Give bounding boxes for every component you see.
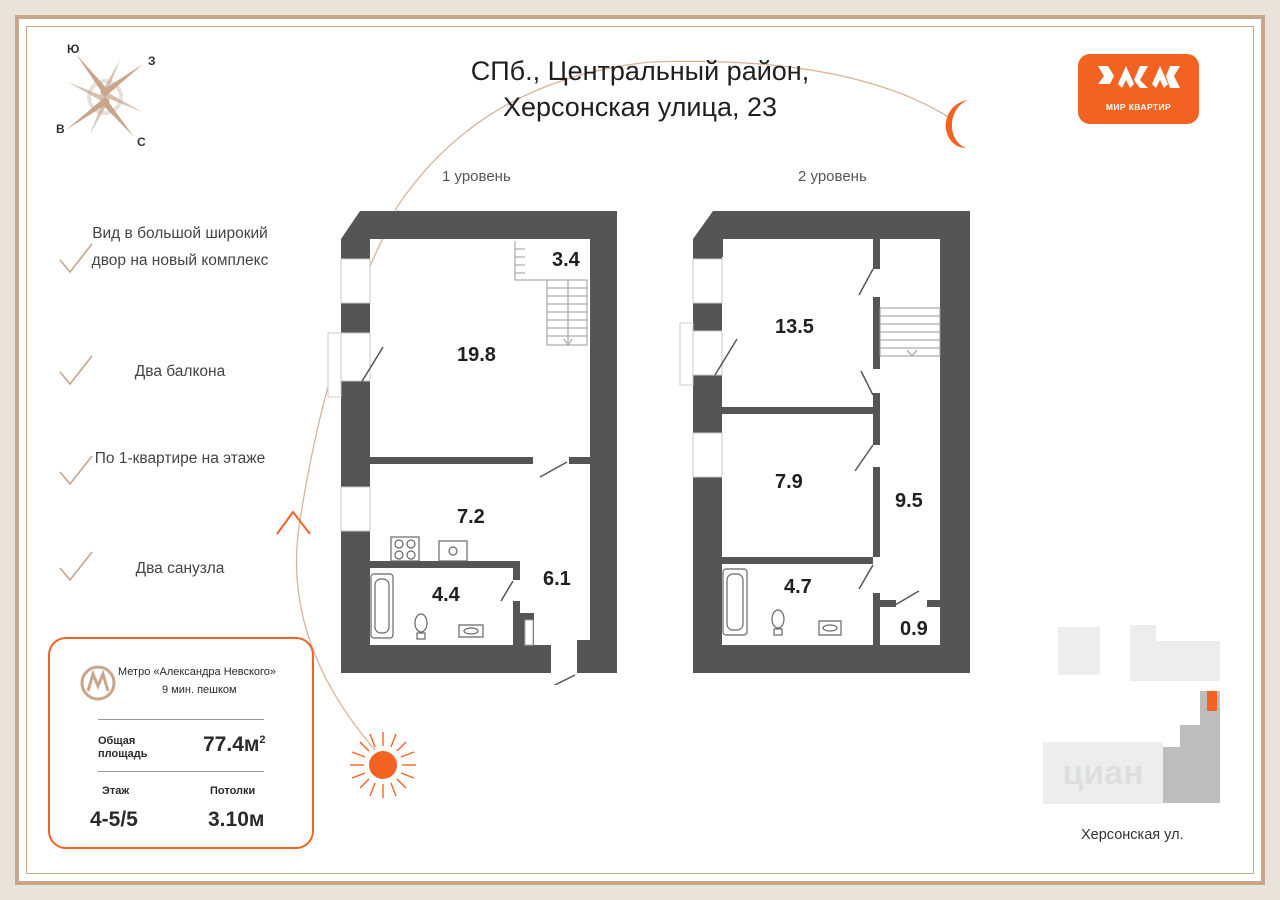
- level-1-caption: 1 уровень: [442, 168, 511, 185]
- metro-station-name: Метро «Александра Невского»: [118, 666, 277, 678]
- divider: [98, 719, 264, 720]
- feature-view: Вид в большой широкий двор на новый комп…: [91, 225, 269, 269]
- compass-letter-west: З: [148, 54, 156, 68]
- address-line-2: Херсонская улица, 23: [502, 92, 778, 122]
- compass-letter-north: С: [137, 135, 146, 149]
- area-value-number: 77.4м: [203, 733, 260, 756]
- floor-plan-level-2: [679, 211, 970, 673]
- room-area-l1-bathroom: 4.4: [432, 584, 460, 606]
- moon-icon: [945, 100, 968, 148]
- sun-icon: [350, 732, 416, 798]
- floor-plan-level-1: [327, 211, 617, 685]
- info-card: Метро «Александра Невского» 9 мин. пешко…: [48, 637, 314, 849]
- room-area-l2-closet: 0.9: [900, 618, 928, 640]
- ceiling-label: Потолки: [210, 785, 256, 797]
- compass-rose-icon: [66, 54, 143, 137]
- watermark: циан: [1043, 742, 1163, 804]
- brand-logo-mark-icon: [1098, 66, 1180, 88]
- brand-logo-text: МИР КВАРТИР: [1105, 102, 1172, 112]
- location-map: [1058, 625, 1220, 803]
- compass-letter-east: В: [56, 122, 65, 136]
- street-label: Херсонская ул.: [1081, 827, 1184, 843]
- area-value-unit-sup: 2: [259, 734, 266, 746]
- checkmark-icon: [59, 551, 93, 582]
- area-label: Общая площадь: [98, 735, 148, 760]
- level-2-caption: 2 уровень: [798, 168, 867, 185]
- feature-balconies: Два балкона: [134, 363, 226, 380]
- room-area-l1-living: 19.8: [457, 344, 496, 366]
- feature-one-per-floor: По 1-квартире на этаже: [94, 450, 266, 467]
- room-area-l1-stair: 3.4: [552, 249, 580, 271]
- metro-logo-icon: [80, 665, 116, 701]
- compass-letter-south: Ю: [67, 42, 80, 56]
- room-area-l2-hall: 9.5: [895, 490, 923, 512]
- checkmark-icon: [59, 355, 93, 386]
- area-value: 77.4м2: [203, 733, 266, 757]
- room-area-l2-bedroom: 13.5: [775, 316, 814, 338]
- room-area-l1-kitchen: 7.2: [457, 506, 485, 528]
- checkmark-icon: [59, 243, 93, 274]
- inner-frame: [26, 26, 1254, 874]
- divider: [98, 771, 264, 772]
- brand-logo: МИР КВАРТИР: [1078, 54, 1199, 124]
- feature-two-bathrooms: Два санузла: [135, 560, 225, 577]
- floor-value: 4-5/5: [90, 808, 138, 831]
- room-area-l2-room: 7.9: [775, 471, 803, 493]
- room-area-l2-bathroom: 4.7: [784, 576, 812, 598]
- address-line-1: СПб., Центральный район,: [470, 56, 810, 86]
- ceiling-value: 3.10м: [208, 808, 265, 831]
- metro-walk-time: 9 мин. пешком: [162, 684, 237, 696]
- room-area-l1-hall: 6.1: [543, 568, 571, 590]
- floor-label: Этаж: [102, 785, 130, 797]
- checkmark-icon: [59, 455, 93, 486]
